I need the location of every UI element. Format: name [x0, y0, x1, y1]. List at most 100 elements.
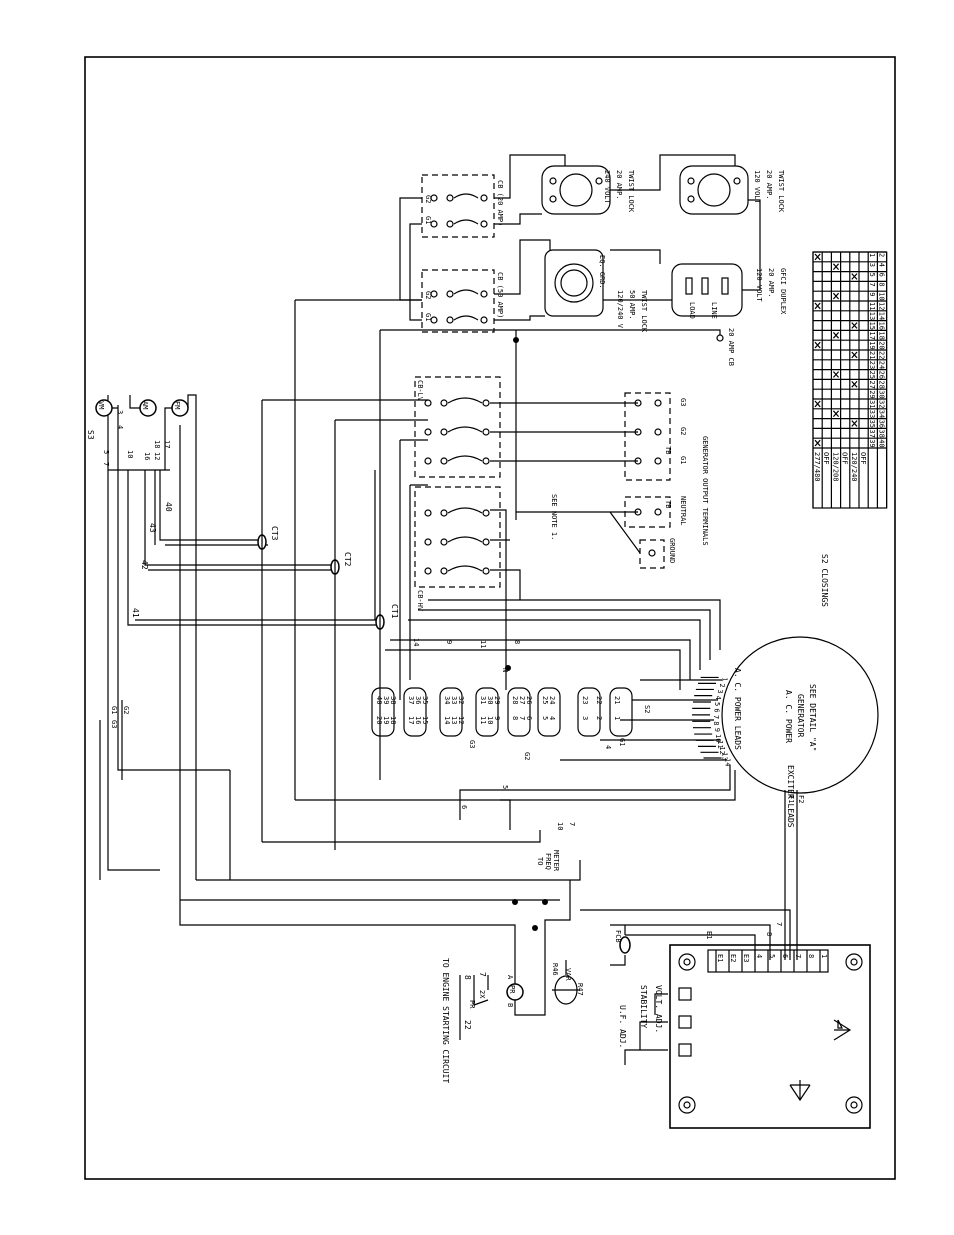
tb-mid-number: 9	[493, 716, 501, 720]
ac-generator: A. C. POWER GENERATOR SEE DETAIL "A" A. …	[459, 636, 879, 960]
s2-header-top: 33	[868, 410, 876, 418]
cb-hv-label: CB-HV	[416, 590, 424, 612]
s2-header-top: 13	[868, 312, 876, 320]
cb-20-amp: CB (20 AMP) G2 G1	[421, 174, 504, 238]
receptacle-gfci: LOAD LINE 120 VOLT 20 AMP. GFCI DUPLEX 2…	[671, 263, 787, 366]
tb-top-number: 26	[525, 696, 533, 704]
receptacle-120v-twist: 120 VOLT 20 AMP. TWIST LOCK	[679, 165, 785, 215]
exciter-leads-label: EXCITER LEADS	[786, 765, 795, 828]
s3-pin-7: 7	[102, 462, 110, 466]
tb-mid-number: 6	[525, 716, 533, 720]
wire-11: 11	[479, 640, 487, 648]
freq-meter-1: TO	[536, 857, 544, 865]
s2-header-bottom: 10	[877, 292, 885, 300]
s2-header-bottom: 30	[877, 390, 885, 398]
lead-number: 2	[718, 683, 726, 687]
cb20-g2: G2	[424, 195, 432, 203]
s2-header-top: 21	[868, 351, 876, 359]
am-label: AM	[141, 401, 149, 409]
pr-coil-label: PR	[508, 985, 516, 994]
wire-7: 7	[568, 822, 576, 826]
tb-mid-number: 20	[375, 716, 383, 724]
cb-lv: CB-LV	[414, 376, 501, 478]
wire-40: 40	[164, 502, 173, 512]
s2-header-bottom: 2	[877, 253, 885, 257]
tb-top-number: 32	[457, 696, 465, 704]
s2-header-top: 15	[868, 322, 876, 330]
lead-number: 9	[713, 728, 721, 732]
s2-header-bottom: 26	[877, 371, 885, 379]
eq-gnd-label: EQ. GRD.	[598, 255, 606, 289]
tb-top-number: 39	[382, 696, 390, 704]
terminal-g1: G1	[679, 456, 687, 464]
r240-line-3: TWIST LOCK	[627, 170, 635, 213]
f1-label: F1	[787, 795, 795, 803]
wire-14: 14	[412, 638, 420, 646]
s2-closing-mark	[851, 380, 858, 388]
s2-header-top: 25	[868, 371, 876, 379]
bus-wiring	[261, 300, 721, 842]
wire-41: 41	[131, 608, 140, 618]
tb-top-number: 35	[421, 696, 429, 704]
cb50-g2: G2	[424, 291, 432, 299]
s2-closings-table: S2 CLOSINGS 1357911131517192123252729313…	[812, 251, 888, 607]
lead-number: 5	[713, 702, 721, 706]
tb-top-number: 34	[443, 696, 451, 704]
s2-header-top: 9	[868, 292, 876, 296]
s2-closing-mark	[851, 322, 858, 329]
s2-header-top: 19	[868, 341, 876, 349]
s2-header-bottom: 40	[877, 439, 885, 447]
tb-top-number: 33	[450, 696, 458, 704]
page-border	[84, 56, 896, 1180]
engine-circuit: 22 8 2X 7 PR TO ENGINE STARTING CIRCUIT	[441, 958, 489, 1083]
s2-header-top: 17	[868, 331, 876, 339]
regulator-terminal-label: 5	[768, 954, 776, 958]
s2-header-bottom: 16	[877, 322, 885, 330]
s3-pin-12: 12	[153, 452, 161, 460]
num-2x: 2X	[478, 990, 486, 999]
uf-adj-label: U.F. ADJ.	[618, 1005, 627, 1048]
s3-pin-4: 4	[116, 425, 124, 429]
regulator-accessories: FCB R46 VAR R47 PR A B 22 8 2X 7 PR TO E…	[441, 925, 631, 1083]
s2-closing-mark	[814, 400, 821, 408]
fm-label: FM	[173, 401, 181, 409]
s2-header-bottom: 36	[877, 420, 885, 428]
s2-header-top: 3	[868, 263, 876, 267]
s2-row-label: 277/480	[813, 452, 821, 482]
tb-mid-number: 2	[595, 716, 603, 720]
tb-top-number: 25	[541, 696, 549, 704]
tb-mid-number: 13	[450, 716, 458, 724]
tb-g3: G3	[468, 740, 476, 748]
regulator-terminal-label: E2	[729, 954, 737, 962]
cb-lv-label: CB-LV	[416, 380, 424, 402]
wire-8: 8	[513, 640, 521, 644]
s2-header-bottom: 6	[877, 273, 885, 277]
s2-header-bottom: 24	[877, 361, 885, 369]
fcb-label: FCB	[614, 930, 622, 943]
volt-adj-label: VOLT. ADJ.	[654, 985, 663, 1033]
cb-50-amp: CB (50 AMP) G2 G1	[421, 269, 504, 333]
output-terminals-title: GENERATOR OUTPUT TERMINALS	[701, 436, 709, 546]
wire-4: 4	[604, 745, 612, 749]
tb-g2: G2	[523, 752, 531, 760]
ct2-label: CT2	[343, 552, 352, 567]
s3-pin-5: 5	[102, 450, 110, 454]
line-label: LINE	[710, 302, 718, 319]
lead-number: 13	[721, 752, 729, 760]
r240-line-2: 20 AMP.	[615, 170, 623, 200]
gfci-line-1: 120 VOLT	[755, 268, 763, 303]
tb-top-number: 30	[486, 696, 494, 704]
r120-240-line-3: TWIST LOCK	[640, 290, 648, 333]
reg-8: 8	[765, 932, 773, 936]
r46-label: R46	[551, 963, 559, 976]
receptacle-area: 240 VOLT 20 AMP. TWIST LOCK 120 VOLT 20 …	[295, 154, 787, 520]
pr-a: A	[506, 975, 514, 980]
num-7: 7	[478, 972, 487, 977]
wire-9: 9	[445, 640, 453, 644]
s2-header-bottom: 8	[877, 282, 885, 286]
s2-header-top: 39	[868, 439, 876, 447]
lead-number: 8	[712, 721, 720, 725]
gfci-line-2: 20 AMP.	[767, 268, 775, 298]
tb-mid-number: 12	[457, 716, 465, 724]
s2-header-bottom: 12	[877, 302, 885, 310]
